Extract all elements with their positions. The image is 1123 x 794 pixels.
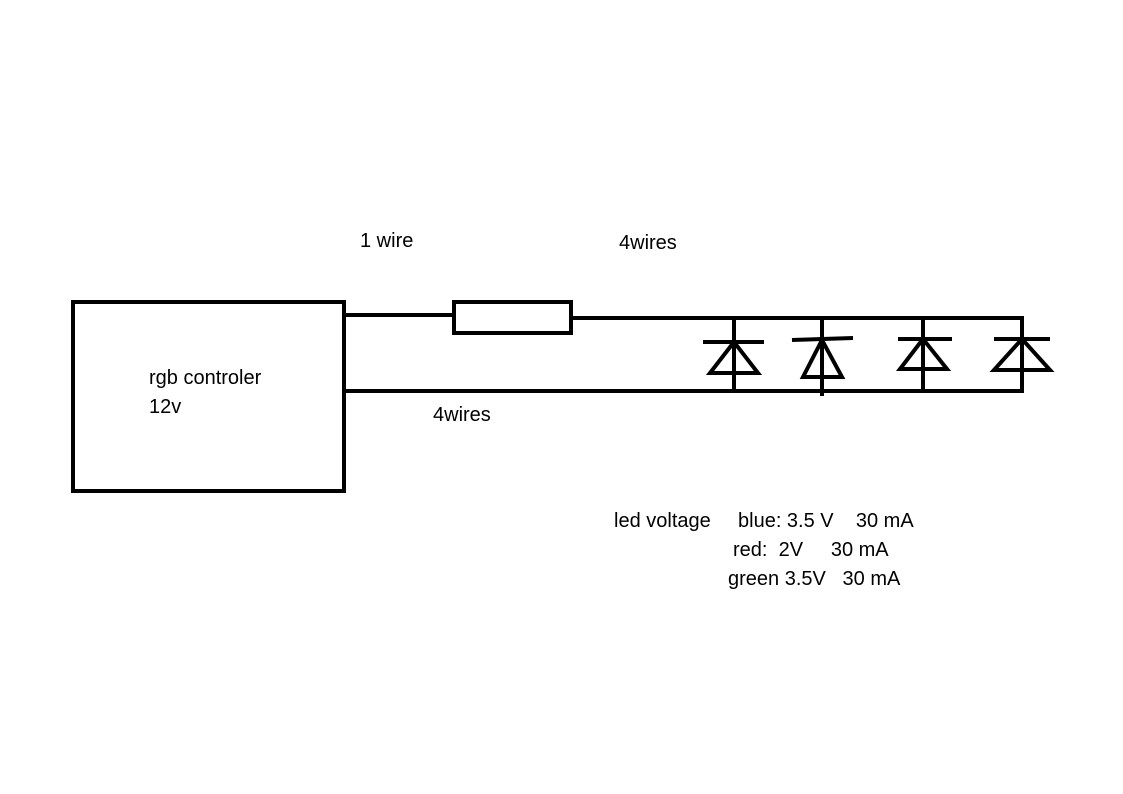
diode-icon	[989, 318, 1055, 391]
resistor-icon	[452, 300, 573, 335]
led-spec-green: green 3.5V 30 mA	[728, 568, 901, 590]
led-voltage-heading: led voltage	[614, 510, 711, 532]
wire-count-label-top: 4wires	[619, 232, 677, 254]
controller-name-label: rgb controler	[149, 367, 262, 389]
diode-icon	[791, 318, 854, 396]
led-spec-blue: blue: 3.5 V 30 mA	[738, 510, 914, 532]
controller-voltage-label: 12v	[149, 396, 182, 418]
diode-icon	[895, 318, 952, 391]
wire-count-label-one: 1 wire	[360, 230, 414, 252]
rgb-controller-box	[71, 300, 346, 493]
wire-count-label-bottom: 4wires	[433, 404, 491, 426]
diode-icon	[703, 318, 764, 391]
led-spec-red: red: 2V 30 mA	[733, 539, 889, 561]
